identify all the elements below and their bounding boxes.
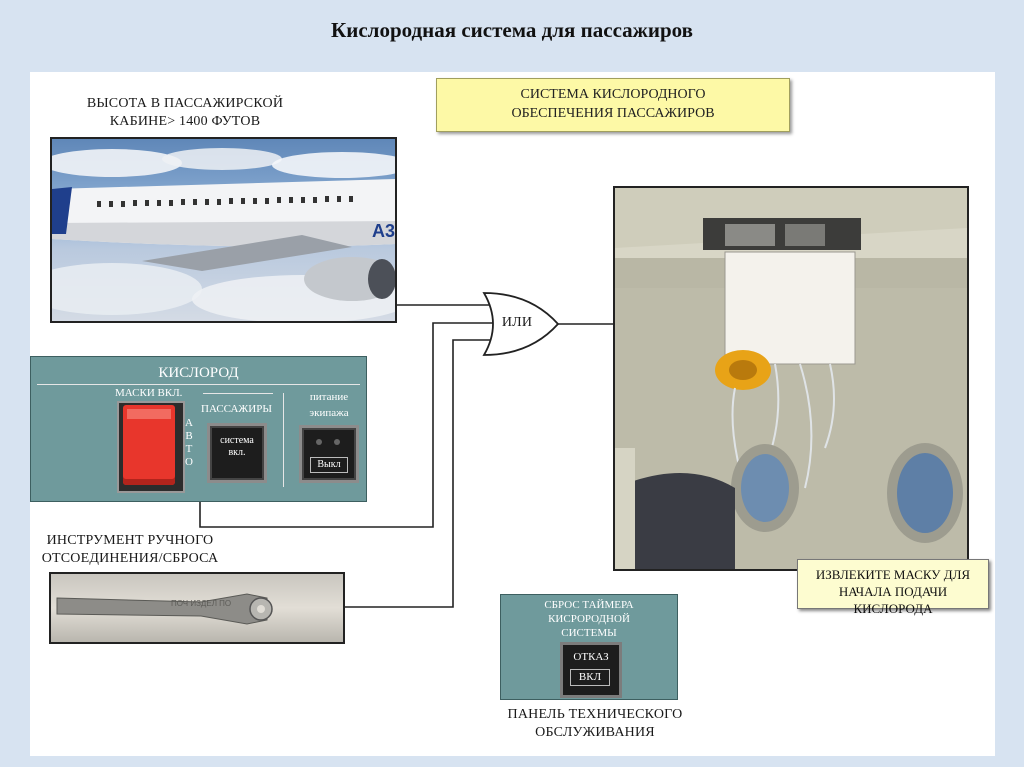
crew-indicator-left — [316, 439, 322, 445]
masks-guard-highlight — [127, 409, 171, 419]
or-gate-label: ИЛИ — [501, 315, 533, 330]
line-oxygen-panel — [199, 322, 494, 528]
crew-off-label: Выкл — [310, 457, 348, 473]
airplane-marking: А3 — [372, 221, 396, 241]
auto-letter-2: В — [185, 430, 193, 442]
passengers-label: ПАССАЖИРЫ — [201, 403, 272, 415]
callout-line2: НАЧАЛА ПОДАЧИ КИСЛОРОДА — [838, 584, 948, 616]
tool-engraving: ПОЧ ИЗДЕЛ ПО — [171, 599, 232, 608]
fault-label: ОТКАЗ — [573, 651, 609, 663]
oxygen-control-panel: КИСЛОРОД МАСКИ ВКЛ. А В Т О ПАССАЖИРЫ си… — [30, 356, 367, 502]
maintenance-panel-line2: КИСРОРОДНОЙ — [548, 613, 630, 625]
maintenance-label-line2: ОБСЛУЖИВАНИЯ — [535, 725, 655, 740]
altitude-label: ВЫСОТА В ПАССАЖИРСКОЙ КАБИНЕ> 1400 ФУТОВ — [55, 95, 315, 131]
system-title-box: СИСТЕМА КИСЛОРОДНОГО ОБЕСПЕЧЕНИЯ ПАССАЖИ… — [436, 78, 790, 132]
cabin-photo — [613, 186, 969, 571]
maintenance-label-line1: ПАНЕЛЬ ТЕХНИЧЕСКОГО — [507, 707, 683, 722]
passengers-divider — [203, 393, 273, 394]
system-on-line1: система — [220, 435, 254, 446]
line-tool — [341, 339, 494, 608]
altitude-label-line2: КАБИНЕ> 1400 ФУТОВ — [109, 114, 261, 129]
crew-power-line1: питание — [309, 391, 349, 403]
auto-letter-4: О — [185, 456, 193, 468]
altitude-label-line1: ВЫСОТА В ПАССАЖИРСКОЙ — [86, 96, 284, 111]
on-label: ВКЛ — [570, 669, 610, 686]
airplane-photo: А3 — [50, 137, 397, 323]
instruction-callout: ИЗВЛЕКИТЕ МАСКУ ДЛЯ НАЧАЛА ПОДАЧИ КИСЛОР… — [797, 559, 989, 616]
oxygen-panel-title: КИСЛОРОД — [158, 365, 239, 381]
release-tool-illustration — [56, 593, 273, 625]
crew-power-line2: экипажа — [309, 407, 349, 419]
release-tool-photo: ПОЧ ИЗДЕЛ ПО — [49, 572, 345, 644]
maintenance-panel-line3: СИСТЕМЫ — [561, 627, 617, 639]
auto-letter-1: А — [185, 417, 193, 429]
system-on-line2: вкл. — [228, 447, 246, 458]
timer-reset-button[interactable]: ОТКАЗ ВКЛ — [560, 642, 622, 698]
maintenance-label: ПАНЕЛЬ ТЕХНИЧЕСКОГО ОБСЛУЖИВАНИЯ — [480, 706, 710, 742]
passenger-system-on-button[interactable]: система вкл. — [207, 423, 267, 483]
tool-label-line1: ИНСТРУМЕНТ РУЧНОГО — [46, 533, 214, 548]
crew-indicator-right — [334, 439, 340, 445]
system-title-line2: ОБЕСПЕЧЕНИЯ ПАССАЖИРОВ — [511, 106, 715, 121]
cabin-illustration — [615, 188, 967, 569]
or-gate — [482, 292, 560, 356]
crew-power-button[interactable]: Выкл — [299, 425, 359, 483]
maintenance-panel-line1: СБРОС ТАЙМЕРА — [544, 599, 634, 611]
tool-label-line2: ОТСОЕДИНЕНИЯ/СБРОСА — [41, 551, 219, 566]
system-title-line1: СИСТЕМА КИСЛОРОДНОГО — [520, 87, 706, 102]
tool-label: ИНСТРУМЕНТ РУЧНОГО ОТСОЕДИНЕНИЯ/СБРОСА — [30, 532, 230, 568]
oxygen-panel-divider — [37, 384, 360, 385]
crew-divider — [283, 393, 284, 487]
slide-title: Кислородная система для пассажиров — [331, 18, 693, 42]
auto-letter-3: Т — [185, 443, 193, 455]
auto-label: А В Т О — [184, 417, 194, 469]
callout-line1: ИЗВЛЕКИТЕ МАСКУ ДЛЯ — [815, 567, 971, 582]
masks-on-label: МАСКИ ВКЛ. — [115, 387, 183, 399]
airplane-illustration — [52, 148, 395, 321]
